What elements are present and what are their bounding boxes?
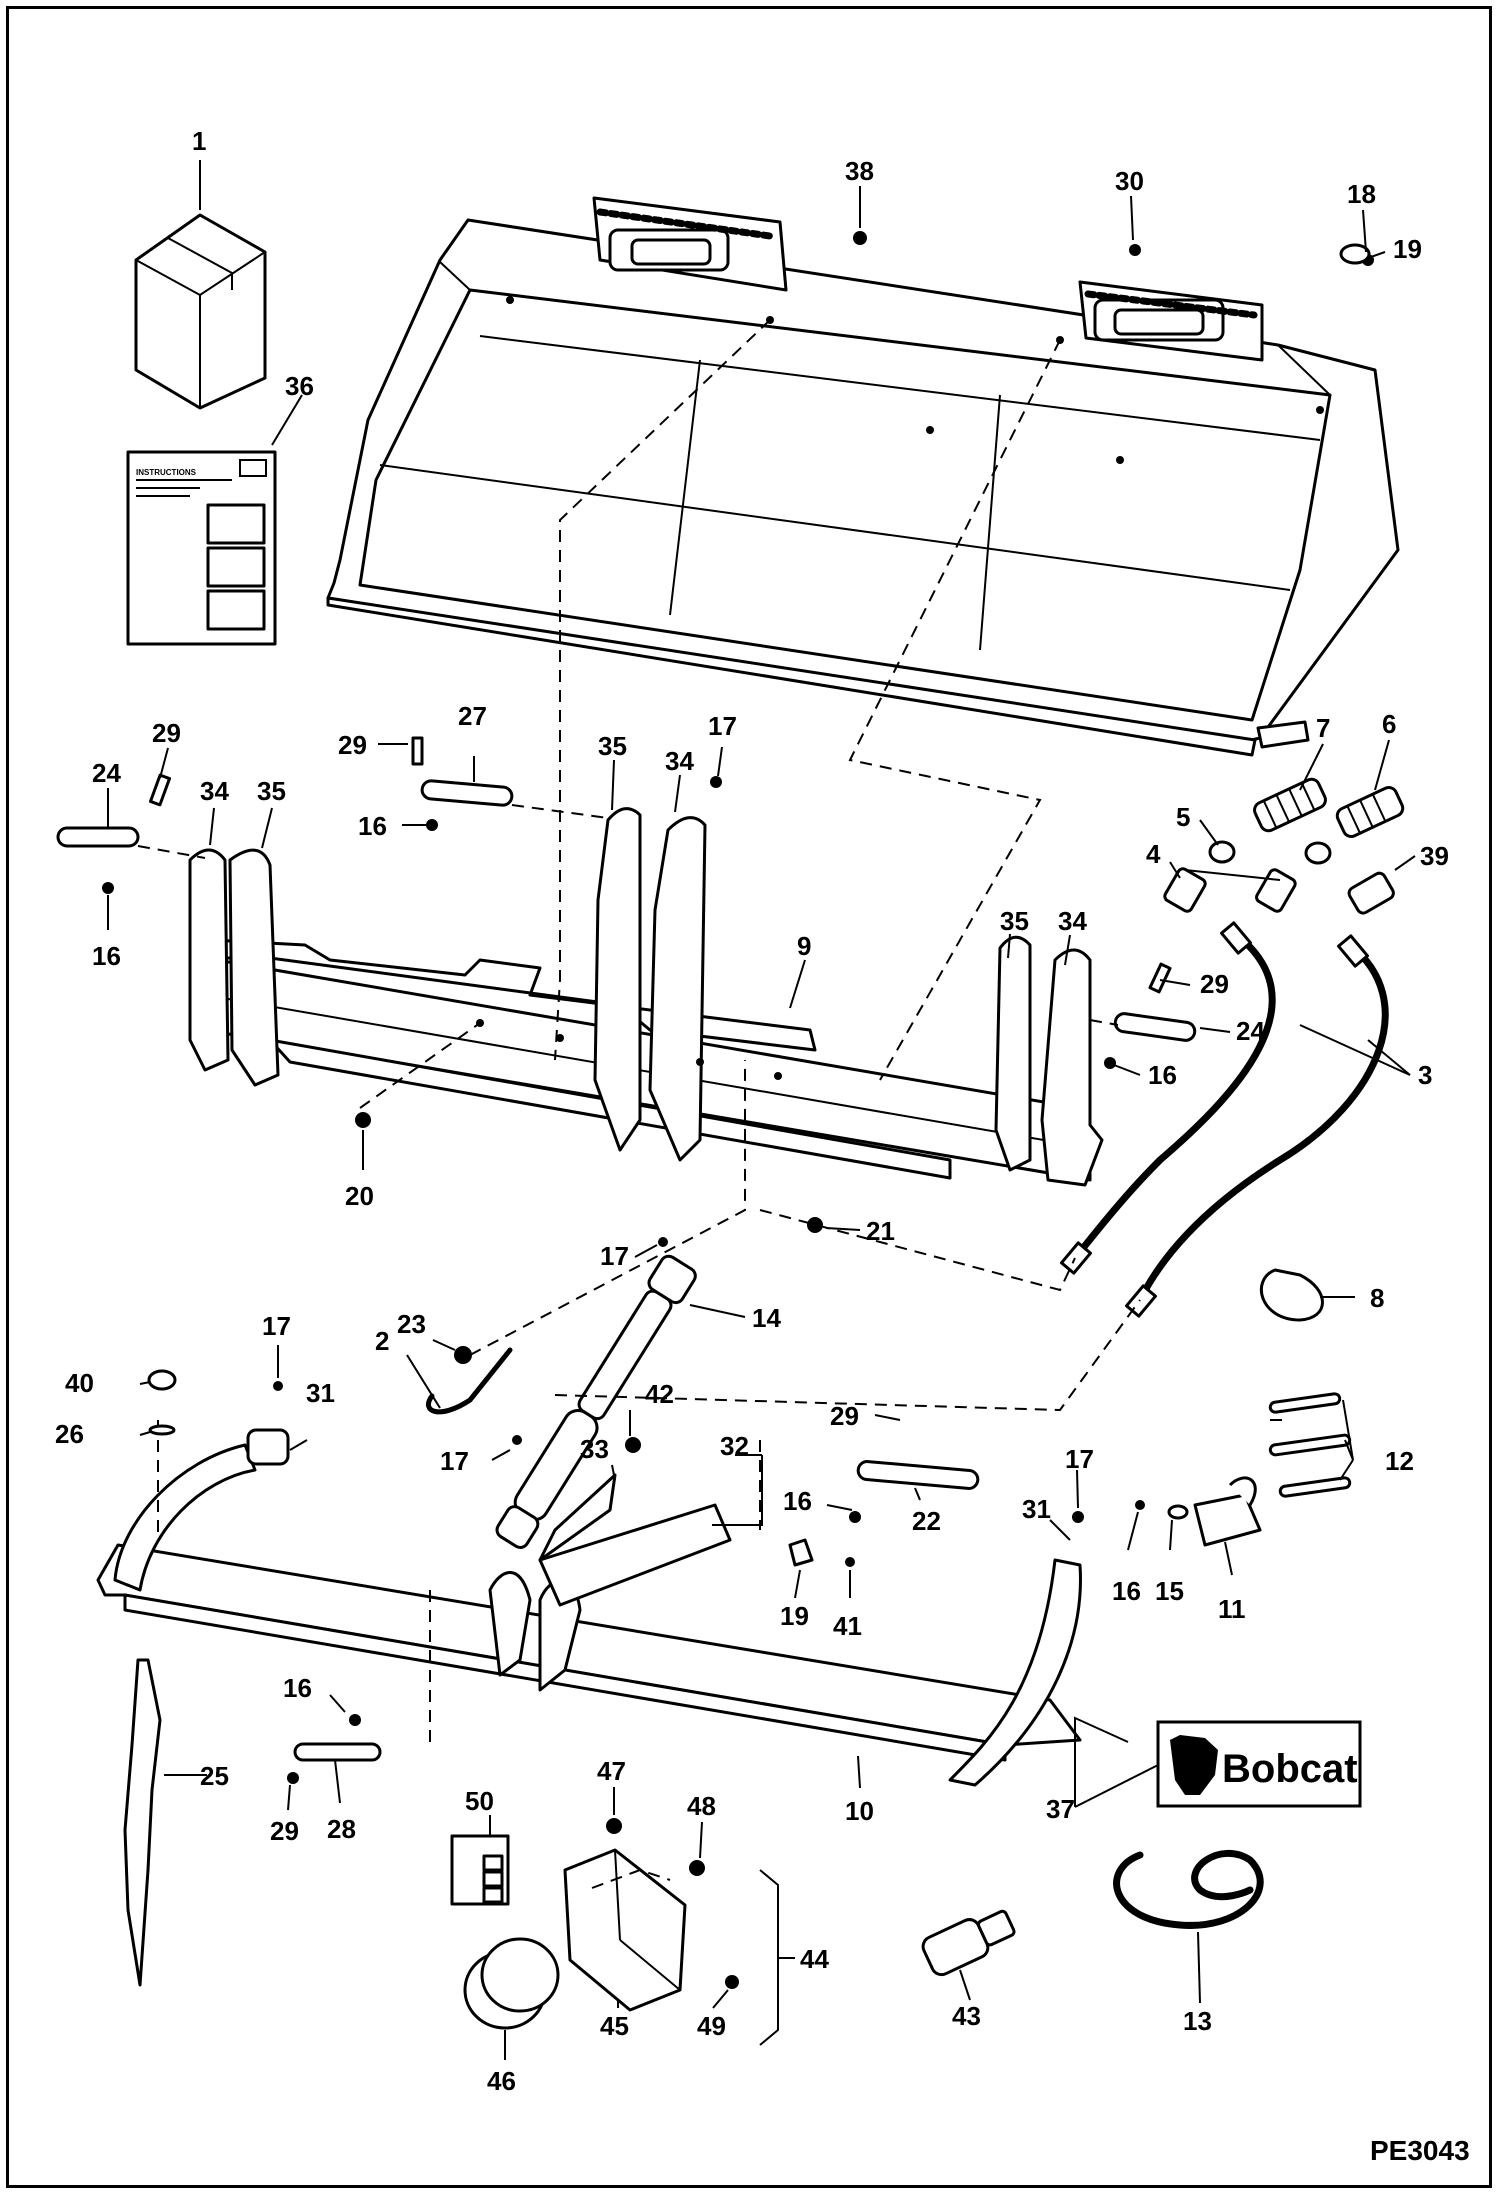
callout-19: 19 xyxy=(780,1601,809,1631)
callout-6: 6 xyxy=(1382,709,1396,739)
callout-labels: 1 36 38 30 18 19 29 24 34 35 16 29 27 16… xyxy=(55,126,1449,2096)
callout-2: 2 xyxy=(375,1326,389,1356)
callout-37: 37 xyxy=(1046,1794,1075,1824)
callout-29: 29 xyxy=(152,718,181,748)
callout-7: 7 xyxy=(1316,713,1330,743)
callout-50: 50 xyxy=(465,1786,494,1816)
callout-34: 34 xyxy=(200,776,229,806)
bracket-assembly-44 xyxy=(463,1848,687,2030)
callout-14: 14 xyxy=(752,1303,781,1333)
callout-32: 32 xyxy=(720,1431,749,1461)
callout-18: 18 xyxy=(1347,179,1376,209)
callout-41: 41 xyxy=(833,1611,862,1641)
callout-16: 16 xyxy=(1148,1060,1177,1090)
callout-35: 35 xyxy=(598,731,627,761)
callout-24: 24 xyxy=(1236,1016,1265,1046)
pin-28 xyxy=(293,1742,382,1762)
upper-frame-9 xyxy=(188,807,1104,1187)
callout-27: 27 xyxy=(458,701,487,731)
callout-29: 29 xyxy=(270,1816,299,1846)
callout-31: 31 xyxy=(1022,1494,1051,1524)
callout-16: 16 xyxy=(283,1673,312,1703)
hydraulic-couplers xyxy=(1163,777,1405,915)
callout-43: 43 xyxy=(952,2001,981,2031)
drawing-code: PE3043 xyxy=(1370,2135,1470,2166)
callout-17: 17 xyxy=(440,1446,469,1476)
callout-12: 12 xyxy=(1385,1446,1414,1476)
callout-25: 25 xyxy=(200,1761,229,1791)
callout-17: 17 xyxy=(1065,1444,1094,1474)
callout-31: 31 xyxy=(306,1378,335,1408)
brand-logo-decal-37: Bobcat xyxy=(1156,1720,1362,1808)
instruction-sheet-title: INSTRUCTIONS xyxy=(136,468,197,477)
callout-16: 16 xyxy=(358,811,387,841)
lower-frame-10 xyxy=(96,1428,1082,1787)
callout-17: 17 xyxy=(262,1311,291,1341)
assembly-dashed-lines xyxy=(137,319,1290,1889)
callout-5: 5 xyxy=(1176,802,1190,832)
fitting-43 xyxy=(921,1909,1016,1977)
callout-45: 45 xyxy=(600,2011,629,2041)
hose-assembly-3 xyxy=(1060,921,1389,1318)
bucket-assembly xyxy=(326,196,1400,757)
callout-29: 29 xyxy=(338,730,367,760)
callout-13: 13 xyxy=(1183,2006,1212,2036)
callout-11: 11 xyxy=(1218,1594,1246,1624)
callout-35: 35 xyxy=(1000,906,1029,936)
callout-10: 10 xyxy=(845,1796,874,1826)
callout-26: 26 xyxy=(55,1419,84,1449)
callout-16: 16 xyxy=(1112,1576,1141,1606)
callout-20: 20 xyxy=(345,1181,374,1211)
callout-28: 28 xyxy=(327,1814,356,1844)
callout-17: 17 xyxy=(708,711,737,741)
callout-16: 16 xyxy=(92,941,121,971)
callout-1: 1 xyxy=(192,126,206,156)
callout-9: 9 xyxy=(797,931,811,961)
callout-4: 4 xyxy=(1146,839,1161,869)
hitch-assembly-11 xyxy=(1167,1392,1352,1547)
callout-21: 21 xyxy=(866,1216,895,1246)
pin-22 xyxy=(856,1460,980,1490)
callout-29: 29 xyxy=(830,1401,859,1431)
callout-36: 36 xyxy=(285,371,314,401)
callout-35: 35 xyxy=(257,776,286,806)
callout-15: 15 xyxy=(1155,1576,1184,1606)
callout-42: 42 xyxy=(645,1379,674,1409)
callout-22: 22 xyxy=(912,1506,941,1536)
hardware-fasteners xyxy=(102,231,1374,1989)
cable-tie-8 xyxy=(1259,1268,1324,1322)
callout-19: 19 xyxy=(1393,234,1422,264)
coiled-hose-13 xyxy=(1113,1850,1264,1929)
callout-29: 29 xyxy=(1200,969,1229,999)
callout-23: 23 xyxy=(397,1309,426,1339)
callout-8: 8 xyxy=(1370,1283,1384,1313)
callout-3: 3 xyxy=(1418,1060,1432,1090)
callout-40: 40 xyxy=(65,1368,94,1398)
callout-17: 17 xyxy=(600,1241,629,1271)
callout-46: 46 xyxy=(487,2066,516,2096)
callout-48: 48 xyxy=(687,1791,716,1821)
brand-logo-text: Bobcat xyxy=(1222,1747,1358,1791)
part-instruction-sheet-36 xyxy=(126,450,277,646)
callout-34: 34 xyxy=(1058,906,1087,936)
callout-47: 47 xyxy=(597,1756,626,1786)
cutting-tooth-25 xyxy=(123,1658,162,1987)
cylinder-14 xyxy=(426,1254,697,1549)
callout-34: 34 xyxy=(665,746,694,776)
callout-44: 44 xyxy=(800,1944,829,1974)
callout-leaders xyxy=(107,160,1416,2060)
callout-49: 49 xyxy=(697,2011,726,2041)
callout-38: 38 xyxy=(845,156,874,186)
callout-24: 24 xyxy=(92,758,121,788)
callout-33: 33 xyxy=(580,1434,609,1464)
part-box-1 xyxy=(134,213,267,410)
callout-16: 16 xyxy=(783,1486,812,1516)
callout-39: 39 xyxy=(1420,841,1449,871)
part-decal-50 xyxy=(450,1834,510,1906)
callout-30: 30 xyxy=(1115,166,1144,196)
